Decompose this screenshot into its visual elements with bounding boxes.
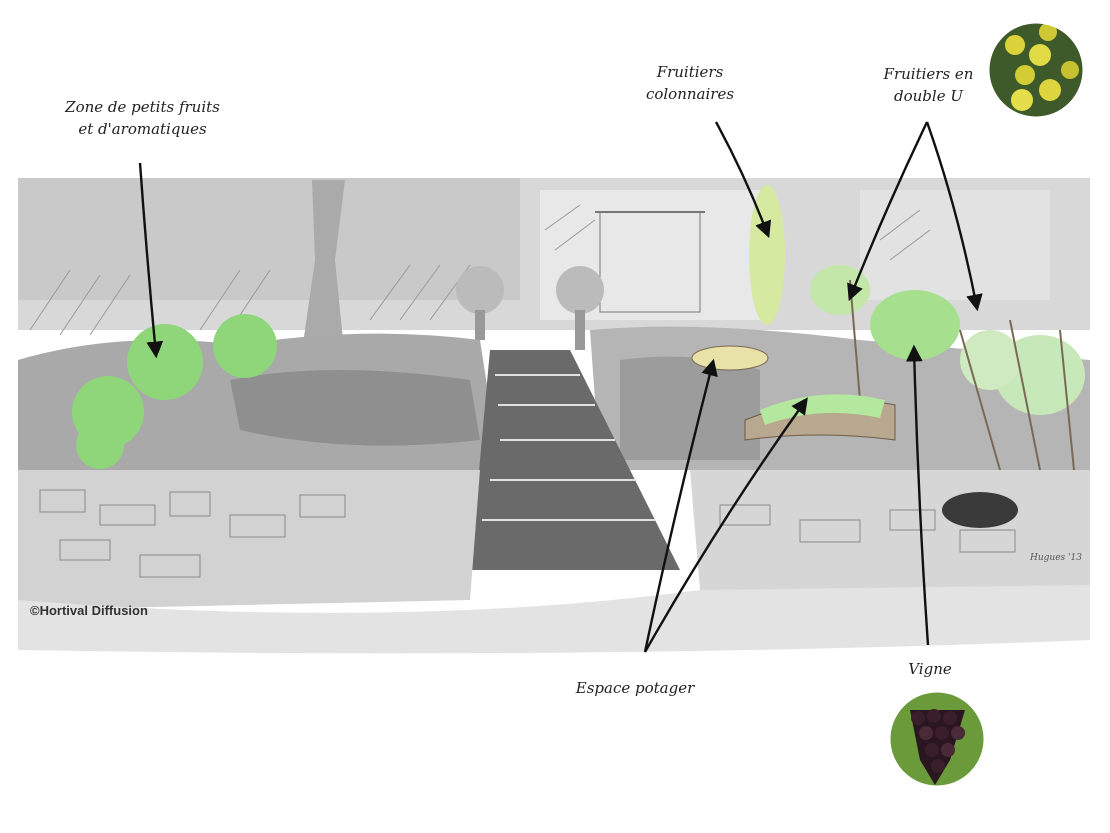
- copyright-notice: ©Hortival Diffusion: [30, 603, 148, 618]
- label-double-u-line2: double U: [894, 87, 963, 105]
- garden-steps: [470, 350, 680, 570]
- label-vine: Vigne: [908, 660, 952, 678]
- stone-wall: [18, 470, 1090, 610]
- small-fruit-shrubs: [72, 314, 277, 469]
- label-double-u-line1: Fruitiers en: [883, 65, 974, 83]
- label-small-fruits-line2: et d'aromatiques: [78, 120, 207, 138]
- arrow-double-u-left: [847, 121, 929, 302]
- apple-cluster-icon: [988, 22, 1084, 118]
- topiary-trees: [456, 266, 604, 350]
- vegetable-beds: [691, 345, 896, 441]
- annotation-arrows: [138, 121, 983, 653]
- double-u-fruit-trees: [810, 265, 1085, 481]
- label-small-fruits-line1: Zone de petits fruits: [65, 98, 220, 116]
- grape-bunch-icon: [889, 691, 985, 787]
- label-vegetable: Espace potager: [575, 679, 695, 697]
- label-double-u: Fruitiers en double U: [866, 63, 991, 107]
- arrow-small-fruits: [138, 162, 164, 359]
- label-columnar-line2: colonnaires: [645, 85, 735, 103]
- ground-path: [18, 585, 1090, 654]
- columnar-fruit-tree: [749, 185, 785, 325]
- label-columnar: Fruitiers colonnaires: [630, 61, 750, 105]
- arrow-double-u-right: [925, 121, 983, 312]
- arrow-vegetable-left: [643, 358, 718, 653]
- label-small-fruits: Zone de petits fruits et d'aromatiques: [55, 96, 230, 140]
- artist-signature: Hugues '13: [1030, 553, 1082, 563]
- arrow-columnar: [714, 121, 772, 239]
- arrow-vine: [905, 344, 930, 646]
- label-columnar-line1: Fruitiers: [656, 63, 724, 81]
- arrow-vegetable-right: [643, 397, 808, 653]
